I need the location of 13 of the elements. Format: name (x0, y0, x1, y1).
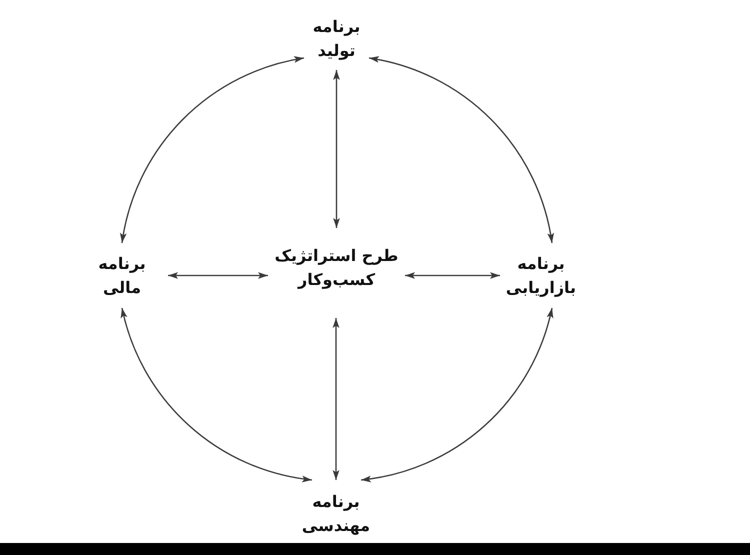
plan-label: برنامه مهندسی (300, 491, 372, 537)
double-arrow (405, 272, 500, 279)
plan-label: برنامه بازاریابی (504, 252, 578, 299)
double-arrow (333, 70, 340, 228)
curved-double-arrow (120, 56, 304, 244)
double-arrow (332, 318, 340, 480)
curved-double-arrow (360, 308, 553, 482)
double-arrow (168, 272, 268, 279)
strategy-label: طرح استراتژیک کسب‌وکار (274, 245, 400, 291)
curved-double-arrow (121, 308, 312, 482)
plan-label: برنامه تولید (312, 16, 362, 62)
plan-label: برنامه مالی (97, 252, 147, 298)
curved-double-arrow (368, 56, 554, 244)
